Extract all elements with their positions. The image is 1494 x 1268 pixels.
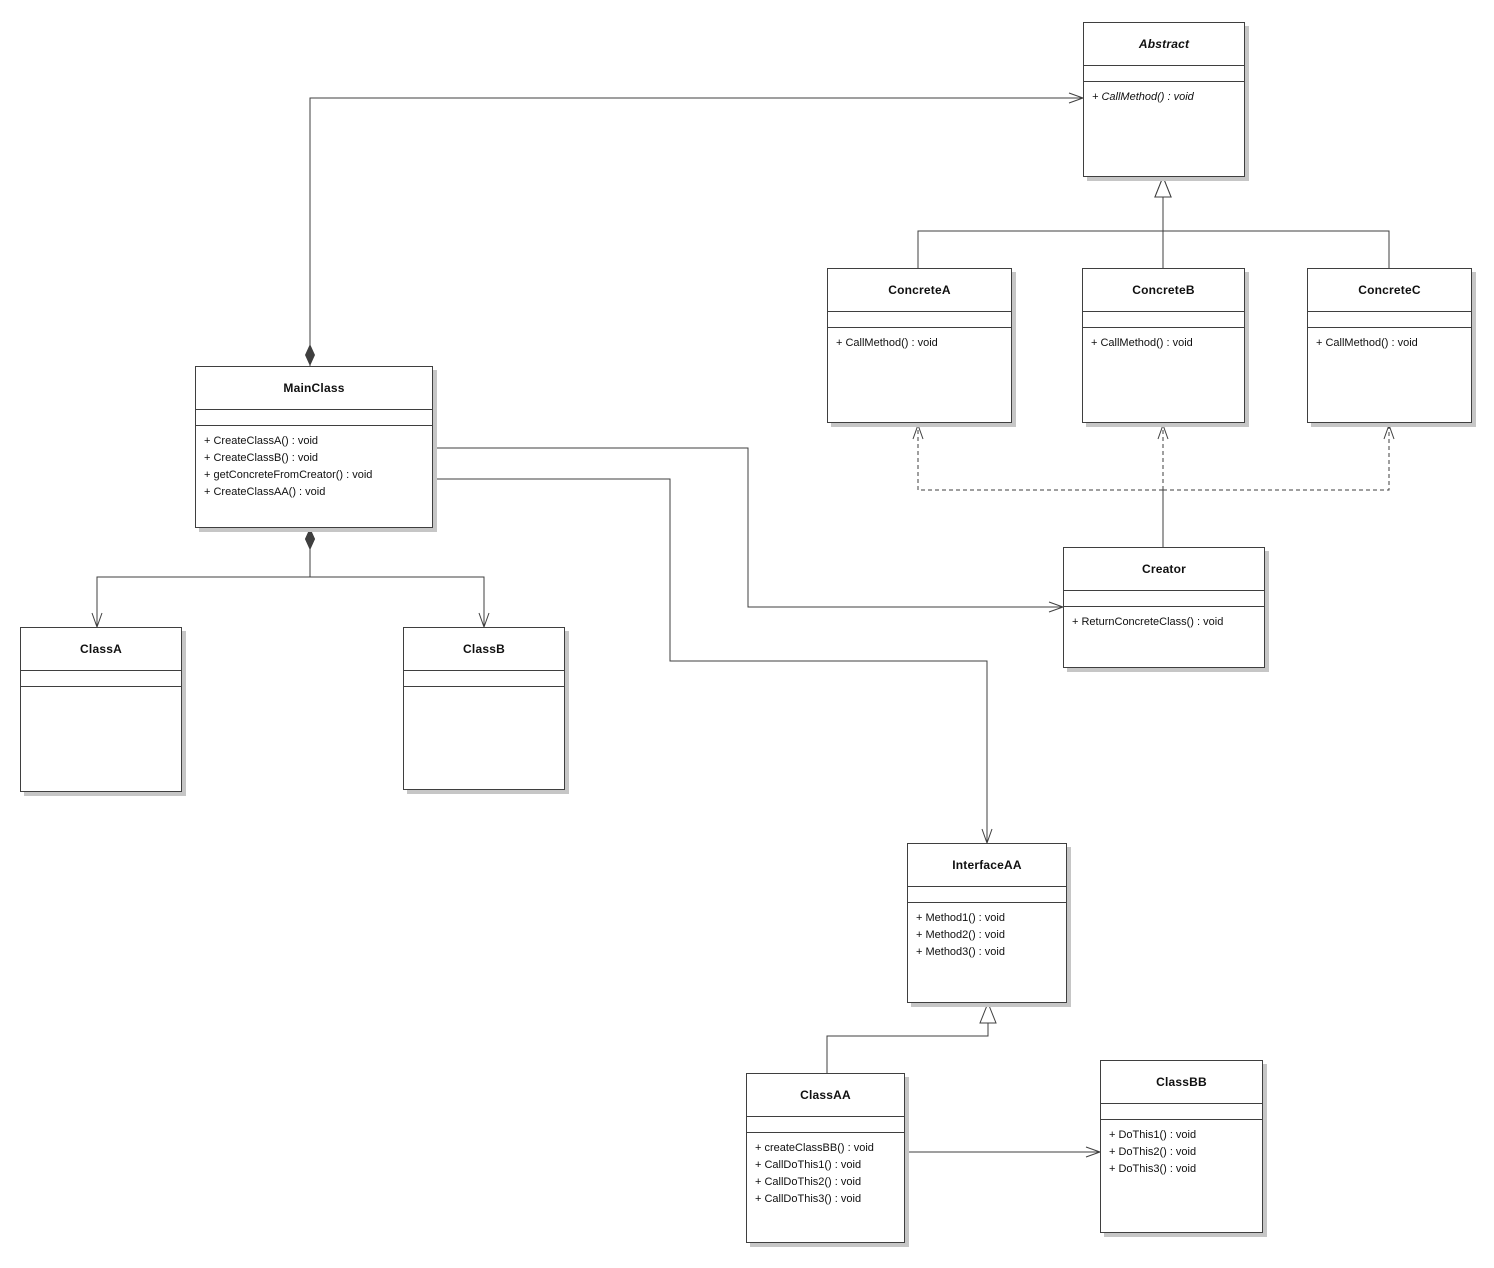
methods-compartment: + ReturnConcreteClass() : void	[1064, 607, 1264, 667]
method-label: + CallDoThis3() : void	[755, 1193, 862, 1205]
edge-creator-concretec[interactable]	[1163, 423, 1395, 491]
open-arrowhead-icon	[1383, 423, 1395, 440]
edge-mainclass-classb[interactable]	[305, 528, 490, 629]
method-label: + CallMethod() : void	[1091, 337, 1193, 349]
class-box-classa[interactable]: ClassA	[20, 627, 182, 792]
class-box-classaa[interactable]: ClassAA + createClassBB() : void + CallDo…	[746, 1073, 905, 1243]
edge-concreteb-abstract[interactable]	[1154, 175, 1172, 268]
method-label: + CreateClassB() : void	[204, 452, 319, 464]
methods-compartment: + CallMethod() : void	[828, 328, 1011, 422]
edge-concretec-abstract[interactable]	[1154, 175, 1390, 268]
class-title: ClassBB	[1101, 1061, 1262, 1104]
edge-creator-concretea[interactable]	[912, 423, 1163, 491]
edge-concretea-abstract[interactable]	[917, 175, 1172, 268]
attributes-compartment	[404, 671, 564, 687]
method-label: + Method3() : void	[916, 946, 1005, 958]
methods-compartment	[21, 687, 181, 791]
attributes-compartment	[1308, 312, 1471, 328]
attributes-compartment	[1064, 591, 1264, 607]
edge-mainclass-creator[interactable]	[433, 447, 1065, 613]
class-title: ConcreteB	[1083, 269, 1244, 312]
method-label: + CallMethod() : void	[1092, 91, 1194, 103]
edge-mainclass-classa[interactable]	[91, 528, 315, 629]
class-box-mainclass[interactable]: MainClass + CreateClassA() : void+ Creat…	[195, 366, 433, 528]
method-label: + ReturnConcreteClass() : void	[1072, 616, 1224, 628]
methods-compartment: + CallMethod() : void	[1084, 82, 1244, 176]
generalization-triangle-icon	[979, 1001, 997, 1024]
class-box-concretec[interactable]: ConcreteC + CallMethod() : void	[1307, 268, 1472, 423]
class-title: Abstract	[1084, 23, 1244, 66]
open-arrowhead-icon	[912, 423, 924, 440]
class-title: ClassAA	[747, 1074, 904, 1117]
edge-creator-concreteb[interactable]	[1157, 423, 1169, 490]
method-label: + getConcreteFromCreator() : void	[204, 469, 373, 481]
method-label: + Method2() : void	[916, 929, 1005, 941]
class-box-concretea[interactable]: ConcreteA + CallMethod() : void	[827, 268, 1012, 423]
method-label: + DoThis2() : void	[1109, 1146, 1197, 1158]
class-title: Creator	[1064, 548, 1264, 591]
methods-compartment: + CreateClassA() : void + CreateClassB() …	[196, 426, 432, 527]
attributes-compartment	[196, 410, 432, 426]
class-title: InterfaceAA	[908, 844, 1066, 887]
class-title: ConcreteC	[1308, 269, 1471, 312]
method-label: + Method1() : void	[916, 912, 1005, 924]
method-label: + CreateClassA() : void	[204, 435, 319, 447]
class-title: ConcreteA	[828, 269, 1011, 312]
class-title: ClassA	[21, 628, 181, 671]
edge-classaa-interfaceaa[interactable]	[826, 1001, 997, 1073]
attributes-compartment	[1083, 312, 1244, 328]
class-title: ClassB	[404, 628, 564, 671]
composition-diamond-icon	[305, 344, 315, 366]
method-label: + CallDoThis2() : void	[755, 1176, 862, 1188]
attributes-compartment	[747, 1117, 904, 1133]
methods-compartment	[404, 687, 564, 789]
method-label: + DoThis3() : void	[1109, 1163, 1197, 1175]
class-box-classb[interactable]: ClassB	[403, 627, 565, 790]
methods-compartment: + CallMethod() : void	[1083, 328, 1244, 422]
attributes-compartment	[21, 671, 181, 687]
method-label: + CreateClassAA() : void	[204, 486, 326, 498]
open-arrowhead-icon	[1157, 423, 1169, 440]
attributes-compartment	[828, 312, 1011, 328]
class-box-creator[interactable]: Creator + ReturnConcreteClass() : void	[1063, 547, 1265, 668]
methods-compartment: + Method1() : void + Method2() : void + Me…	[908, 903, 1066, 1002]
attributes-compartment	[1084, 66, 1244, 82]
generalization-triangle-icon	[1154, 175, 1172, 198]
class-box-concreteb[interactable]: ConcreteB + CallMethod() : void	[1082, 268, 1245, 423]
class-box-interfaceaa[interactable]: InterfaceAA + Method1() : void + Method2(…	[907, 843, 1067, 1003]
method-label: + CallDoThis1() : void	[755, 1159, 862, 1171]
attributes-compartment	[1101, 1104, 1262, 1120]
methods-compartment: + createClassBB() : void + CallDoThis1() …	[747, 1133, 904, 1242]
class-title: MainClass	[196, 367, 432, 410]
methods-compartment: + DoThis1() : void + DoThis2() : void + Do…	[1101, 1120, 1262, 1232]
method-label: + DoThis1() : void	[1109, 1129, 1197, 1141]
method-label: + CallMethod() : void	[1316, 337, 1418, 349]
class-box-classbb[interactable]: ClassBB + DoThis1() : void + DoThis2() : …	[1100, 1060, 1263, 1233]
edge-classaa-classbb[interactable]	[905, 1146, 1102, 1158]
composition-diamond-icon	[305, 528, 315, 550]
attributes-compartment	[908, 887, 1066, 903]
methods-compartment: + CallMethod() : void	[1308, 328, 1471, 422]
method-label: + createClassBB() : void	[755, 1142, 874, 1154]
method-label: + CallMethod() : void	[836, 337, 938, 349]
class-box-abstract[interactable]: Abstract + CallMethod() : void	[1083, 22, 1245, 177]
